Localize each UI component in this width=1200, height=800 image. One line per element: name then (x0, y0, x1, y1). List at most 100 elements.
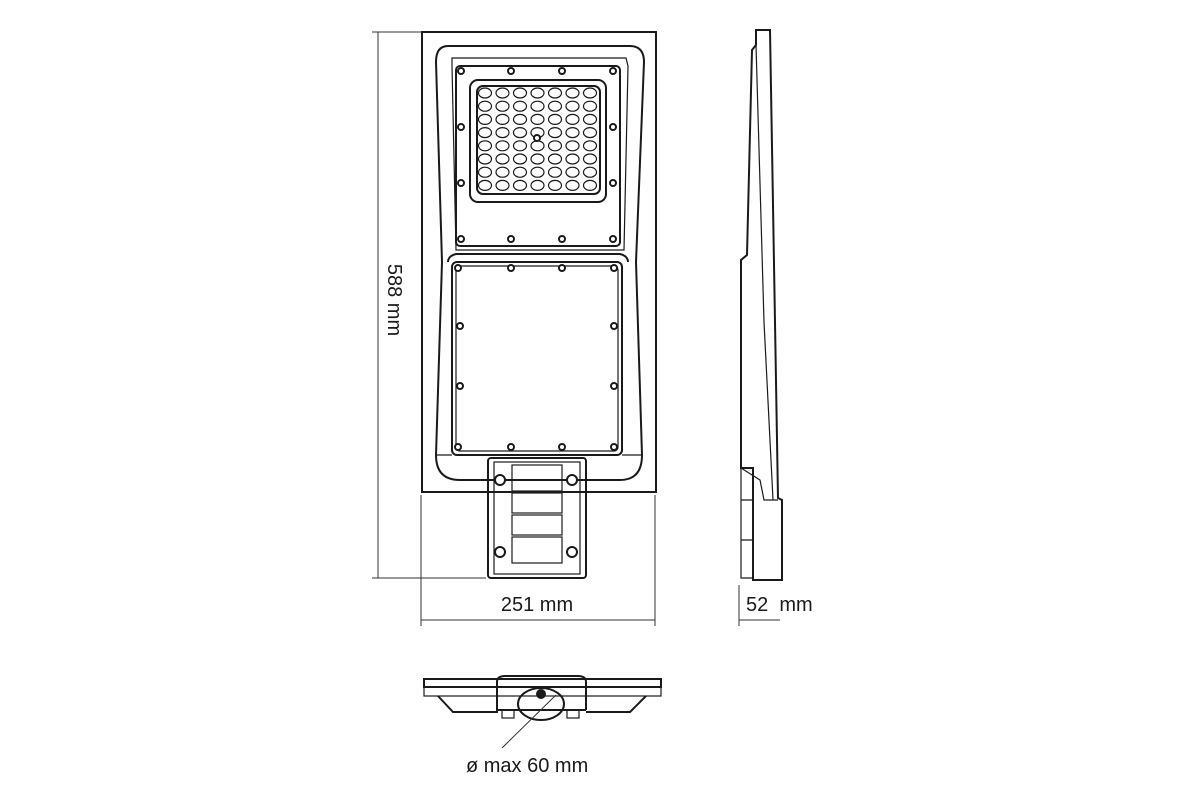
screw (457, 67, 465, 75)
led-lens (582, 113, 598, 126)
led-lens (582, 153, 598, 165)
height-label: 588 mm (383, 264, 405, 336)
screw (609, 67, 617, 75)
led-lens (530, 166, 545, 178)
led-lens (547, 140, 563, 152)
led-lens (530, 179, 545, 191)
pole-diameter-label: ø max 60 mm (466, 755, 588, 777)
led-lens (582, 166, 598, 178)
led-lens (495, 179, 510, 191)
led-lens (477, 166, 493, 178)
screw (456, 382, 464, 390)
led-lens (512, 127, 528, 139)
battery-panel-bolts (454, 264, 618, 451)
screw (610, 322, 618, 330)
screw (558, 67, 566, 75)
screw (507, 235, 515, 243)
screw (609, 235, 617, 243)
led-lens (530, 140, 545, 152)
led-lens (565, 179, 580, 191)
led-lens (512, 166, 528, 178)
front-view (421, 31, 657, 579)
led-lens (495, 153, 510, 165)
screw (609, 179, 617, 187)
pole-clamp (517, 687, 565, 721)
led-lens (582, 179, 598, 191)
led-lens (547, 127, 563, 139)
led-lens (495, 127, 510, 139)
screw (610, 443, 618, 451)
led-lens (477, 127, 493, 139)
screw (507, 67, 515, 75)
led-lens (530, 153, 545, 165)
inner-frame (434, 45, 646, 481)
led-lens (547, 179, 563, 191)
led-lens (495, 87, 510, 99)
screw (610, 382, 618, 390)
led-lens (547, 113, 563, 126)
led-module-bolts (457, 67, 617, 243)
led-lens (565, 113, 580, 126)
battery-panel (451, 261, 623, 456)
led-lens (477, 100, 493, 112)
led-lens (512, 153, 528, 165)
panel-divider (447, 253, 629, 263)
led-lens (477, 153, 493, 165)
led-lens (565, 166, 580, 178)
center-sensor (533, 134, 541, 142)
led-lens (565, 100, 580, 112)
led-lens (565, 87, 580, 99)
housing-outline (421, 31, 657, 493)
screw (507, 443, 515, 451)
led-lens (512, 87, 528, 99)
mounting-bracket (487, 457, 587, 579)
led-lens (477, 140, 493, 152)
depth-label: 52 mm (746, 594, 813, 616)
led-lens (512, 179, 528, 191)
led-lens-frame (469, 79, 607, 203)
led-lens (495, 113, 510, 126)
screw (457, 123, 465, 131)
screw (457, 179, 465, 187)
screw (558, 443, 566, 451)
screw (507, 264, 515, 272)
led-lens (477, 87, 493, 99)
led-lens (512, 140, 528, 152)
led-lens (565, 153, 580, 165)
led-lens (512, 100, 528, 112)
screw (558, 264, 566, 272)
led-lens (547, 87, 563, 99)
led-lens (547, 166, 563, 178)
led-grid (477, 87, 598, 191)
led-lens (547, 100, 563, 112)
screw (609, 123, 617, 131)
led-lens-panel (476, 85, 601, 195)
led-lens (477, 113, 493, 126)
led-lens (495, 100, 510, 112)
side-view: 52 mm (738, 29, 813, 626)
led-lens (582, 87, 598, 99)
led-lens (565, 140, 580, 152)
led-lens (477, 179, 493, 191)
screw (558, 235, 566, 243)
screw (454, 264, 462, 272)
height-dimension: 588 mm (372, 31, 486, 579)
led-lens (530, 100, 545, 112)
led-lens (565, 127, 580, 139)
led-lens (530, 113, 545, 126)
screw (610, 264, 618, 272)
screw (456, 322, 464, 330)
width-label: 251 mm (501, 594, 573, 616)
led-lens (512, 113, 528, 126)
bottom-view: ø max 60 mm (423, 675, 662, 777)
led-lens (495, 140, 510, 152)
led-lens (582, 127, 598, 139)
led-lens (582, 140, 598, 152)
led-lens (547, 153, 563, 165)
led-module-frame (455, 65, 621, 247)
led-lens (582, 100, 598, 112)
led-lens (495, 166, 510, 178)
screw (457, 235, 465, 243)
width-dimension: 251 mm (420, 495, 656, 626)
